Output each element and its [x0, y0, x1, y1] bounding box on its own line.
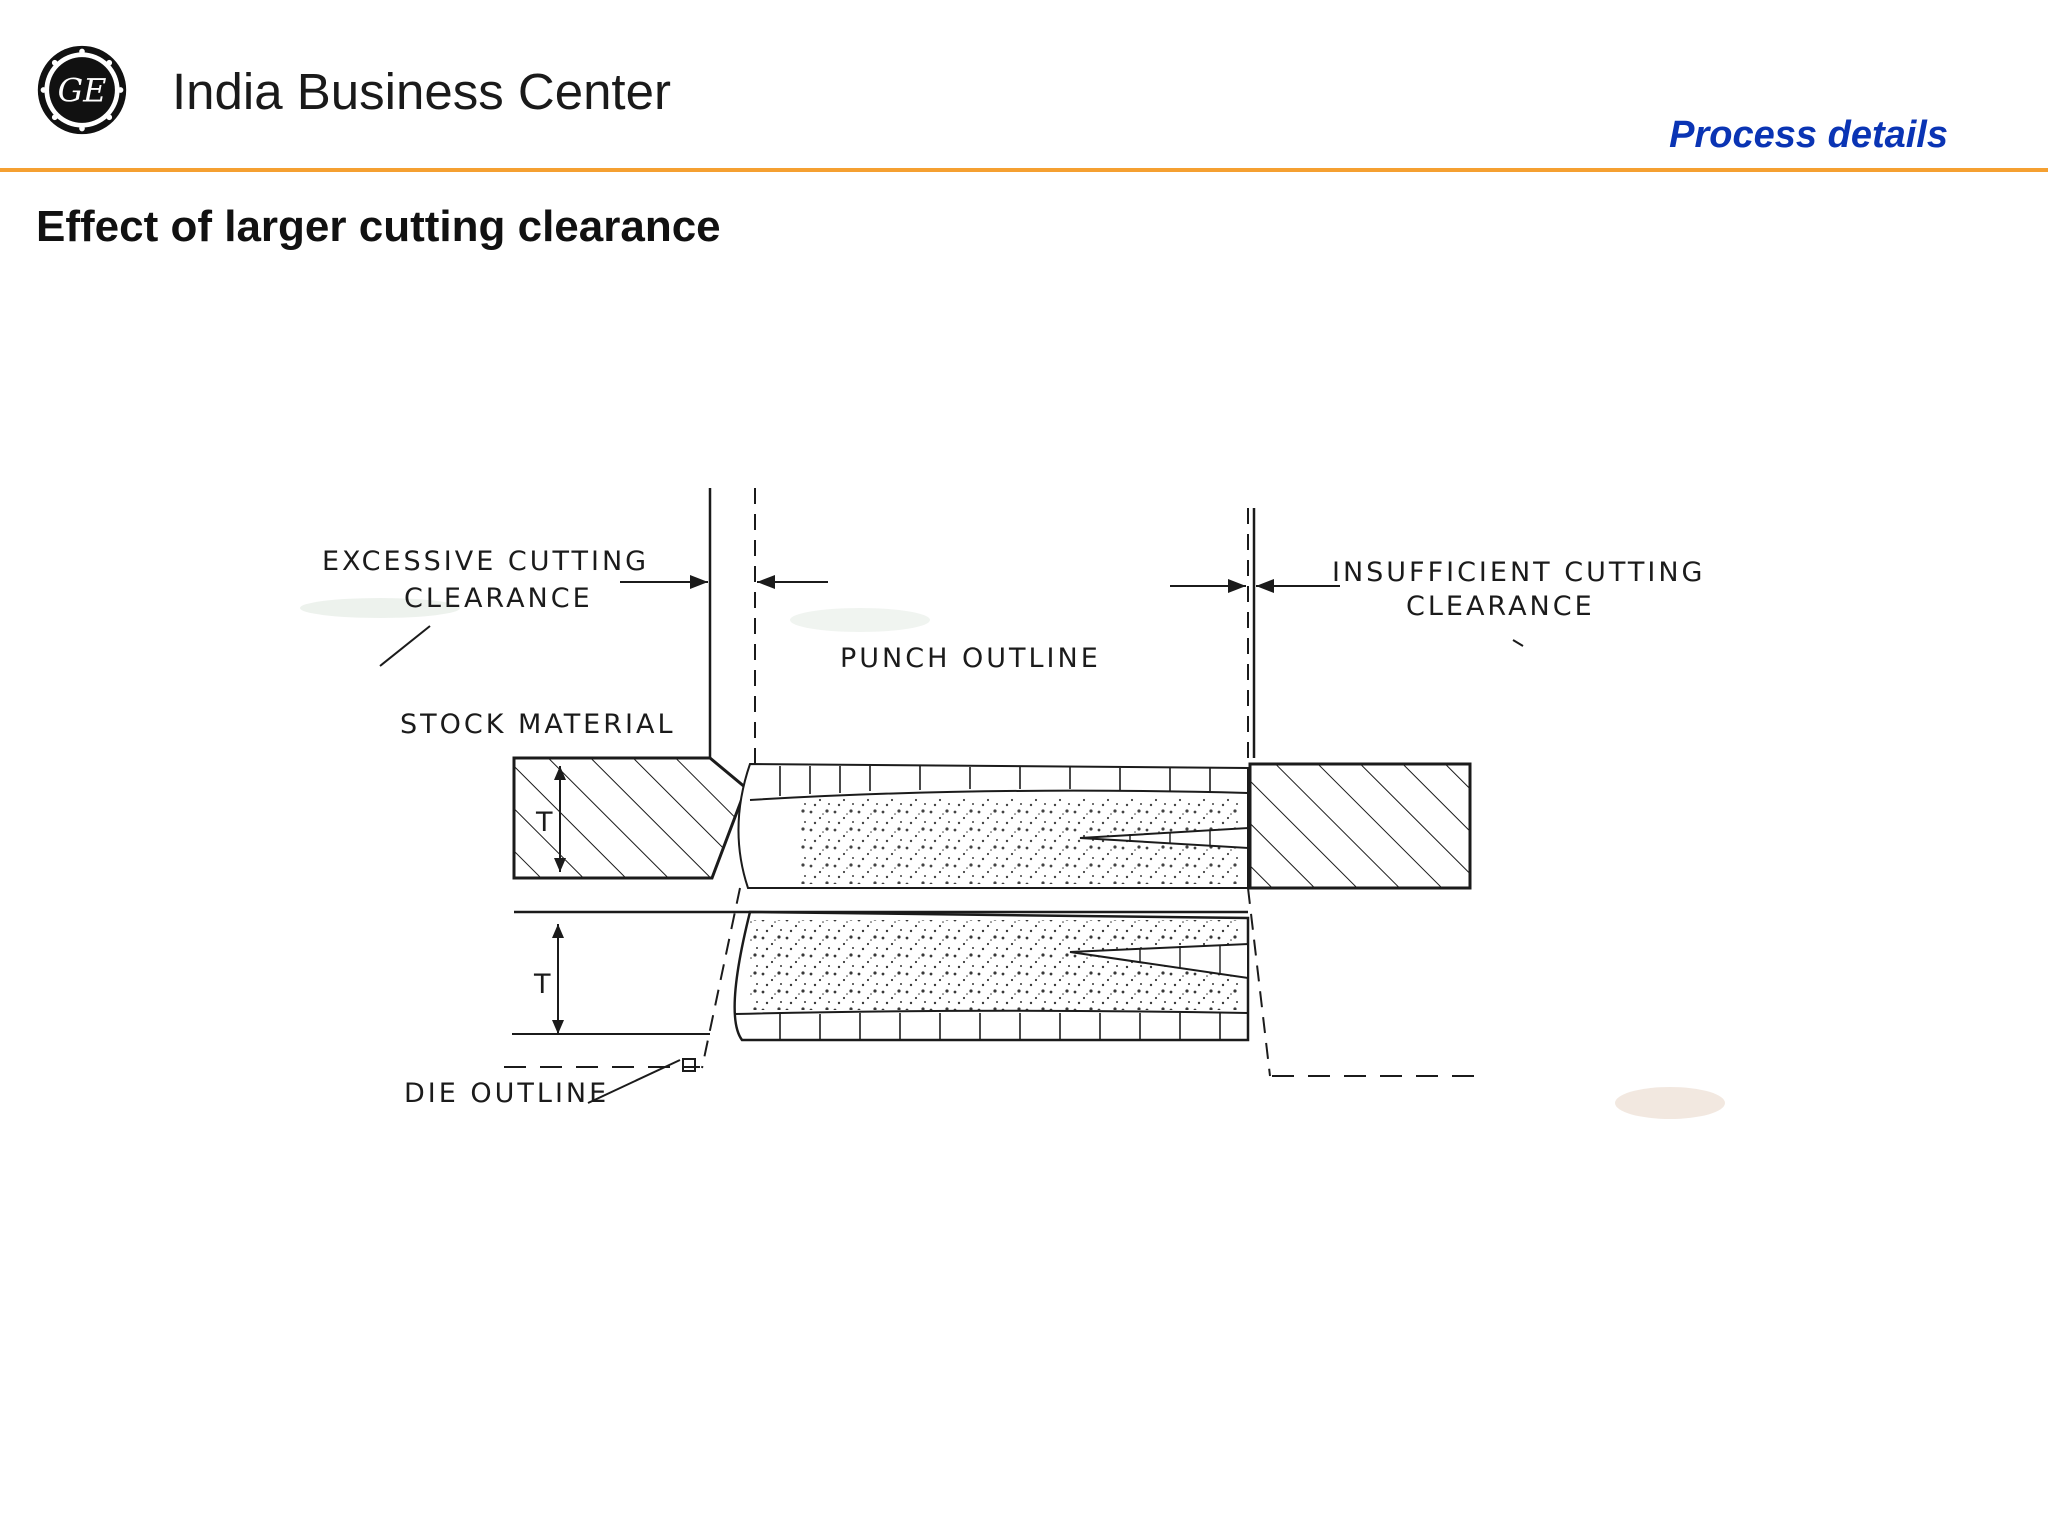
stock-material-label: STOCK MATERIAL — [400, 709, 675, 740]
ge-logo: GE — [37, 45, 127, 135]
section-label: Process details — [1669, 114, 1948, 156]
excessive-clearance-label-1: EXCESSIVE CUTTING — [322, 546, 649, 577]
die-outline-label: DIE OUTLINE — [404, 1078, 609, 1109]
svg-text:GE: GE — [58, 71, 107, 109]
punch-outline-label: PUNCH OUTLINE — [840, 643, 1101, 674]
header-divider — [0, 168, 2048, 172]
slide-title: Effect of larger cutting clearance — [36, 202, 721, 251]
lower-slug — [733, 910, 1250, 1042]
thickness-bottom-label: T — [533, 969, 554, 1000]
stock-right-block — [1248, 762, 1472, 890]
stock-left-block — [512, 756, 748, 880]
cutting-clearance-diagram: EXCESSIVE CUTTING CLEARANCE INSUFFICIENT… — [300, 488, 1725, 1119]
excessive-clearance-label-2: CLEARANCE — [404, 583, 593, 614]
upper-sheared-section — [737, 762, 1249, 889]
insufficient-clearance-label-1: INSUFFICIENT CUTTING — [1332, 557, 1705, 588]
thickness-top-label: T — [535, 807, 556, 838]
insufficient-clearance-label-2: CLEARANCE — [1406, 591, 1595, 622]
company-name: India Business Center — [172, 63, 671, 120]
